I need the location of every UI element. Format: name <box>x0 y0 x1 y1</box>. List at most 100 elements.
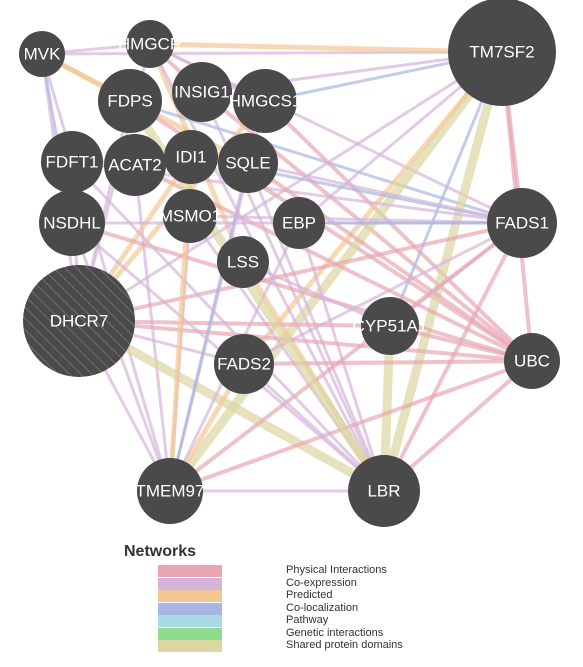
node-fads1[interactable]: FADS1 <box>487 188 557 258</box>
node-circle[interactable] <box>214 334 274 394</box>
node-circle[interactable] <box>163 189 217 243</box>
node-sqle[interactable]: SQLE <box>218 133 278 193</box>
node-tmem97[interactable]: TMEM97 <box>136 458 205 524</box>
node-cyp51a1[interactable]: CYP51A1 <box>353 297 428 355</box>
node-circle[interactable] <box>218 133 278 193</box>
node-label: TMEM97 <box>136 482 205 501</box>
node-circle[interactable] <box>41 131 103 193</box>
legend-swatch <box>158 627 222 640</box>
edge-dhcr7-fads1 <box>78 221 523 323</box>
node-circle[interactable] <box>137 458 203 524</box>
legend-item-coexp: Co-expression <box>158 576 498 590</box>
edge-sqle-ubc <box>246 161 534 363</box>
node-circle[interactable] <box>504 333 560 389</box>
node-circle[interactable] <box>19 31 65 77</box>
edge-lbr-fdft1 <box>70 160 386 493</box>
legend-swatch <box>158 640 222 652</box>
node-hmgcr[interactable]: HMGCR <box>118 20 182 68</box>
legend-title: Networks <box>124 543 197 560</box>
edge-tm7sf2-dhcr7 <box>78 50 503 323</box>
node-label: IDI1 <box>175 148 206 167</box>
edge-tmem97-sqle <box>168 162 250 492</box>
node-dhcr7[interactable]: DHCR7 <box>23 265 135 377</box>
node-circle[interactable] <box>23 265 135 377</box>
legend-item-shared: Shared protein domains <box>158 639 498 652</box>
node-label: FADS2 <box>217 355 271 374</box>
node-fads2[interactable]: FADS2 <box>214 334 274 394</box>
node-circle[interactable] <box>217 236 269 288</box>
legend-item-physical: Physical Interactions <box>158 564 498 577</box>
node-circle[interactable] <box>172 62 232 122</box>
node-insig1[interactable]: INSIG1 <box>172 62 232 122</box>
edge-fads1-lbr <box>382 222 524 492</box>
edge-layer <box>40 41 534 495</box>
legend-label: Co-localization <box>286 601 359 614</box>
edge-sqle-fads1 <box>247 161 523 225</box>
node-label: CYP51A1 <box>353 317 428 336</box>
node-ubc[interactable]: UBC <box>504 333 560 389</box>
legend-swatch <box>158 615 222 627</box>
node-circle[interactable] <box>39 190 105 256</box>
edge-dhcr7-lbr <box>76 317 387 495</box>
legend-label: Predicted <box>286 589 333 601</box>
legend-swatch <box>158 565 222 577</box>
node-label: ACAT2 <box>108 156 162 175</box>
legend-label: Co-expression <box>286 576 357 589</box>
node-label: MVK <box>24 45 62 64</box>
node-label: NSDHL <box>43 214 101 233</box>
node-fdft1[interactable]: FDFT1 <box>41 131 103 193</box>
edge-nsdhl-ubc <box>71 221 533 363</box>
node-label: UBC <box>514 352 550 371</box>
edge-tm7sf2-tmem97 <box>166 49 506 494</box>
node-lss[interactable]: LSS <box>217 236 269 288</box>
node-circle[interactable] <box>273 197 325 249</box>
node-label: FDPS <box>107 92 152 111</box>
node-label: MSMO1 <box>159 207 221 226</box>
node-label: EBP <box>282 214 316 233</box>
edge-tm7sf2-lbr <box>379 50 507 493</box>
legend-item-coloc: Co-localization <box>158 601 498 615</box>
node-label: HMGCS1 <box>229 92 302 111</box>
legend-item-genetic: Genetic interactions <box>158 626 498 640</box>
node-label: INSIG1 <box>174 83 230 102</box>
node-label: FADS1 <box>495 214 549 233</box>
node-circle[interactable] <box>448 0 556 106</box>
legend-swatch <box>158 577 222 590</box>
node-mvk[interactable]: MVK <box>19 31 65 77</box>
node-label: FDFT1 <box>46 153 99 172</box>
node-circle[interactable] <box>126 20 174 68</box>
legend-label: Shared protein domains <box>286 639 403 651</box>
legend-label: Physical Interactions <box>286 564 387 576</box>
node-label: TM7SF2 <box>469 43 534 62</box>
node-circle[interactable] <box>164 130 218 184</box>
node-circle[interactable] <box>104 134 166 196</box>
node-fdps[interactable]: FDPS <box>98 69 162 133</box>
node-label: LSS <box>227 253 259 272</box>
legend-swatch <box>158 602 222 615</box>
edge-tm7sf2-fads2 <box>242 50 504 366</box>
node-ebp[interactable]: EBP <box>273 197 325 249</box>
edge-hmgcs1-ubc <box>263 99 534 363</box>
node-acat2[interactable]: ACAT2 <box>104 134 166 196</box>
legend-item-predicted: Predicted <box>158 589 498 602</box>
node-label: SQLE <box>225 154 270 173</box>
node-lbr[interactable]: LBR <box>348 455 420 527</box>
node-msmo1[interactable]: MSMO1 <box>159 189 221 243</box>
node-circle[interactable] <box>487 188 557 258</box>
node-idi1[interactable]: IDI1 <box>164 130 218 184</box>
node-hmgcs1[interactable]: HMGCS1 <box>229 69 302 133</box>
node-tm7sf2[interactable]: TM7SF2 <box>448 0 556 106</box>
node-circle[interactable] <box>348 455 420 527</box>
node-circle[interactable] <box>98 69 162 133</box>
node-circle[interactable] <box>361 297 419 355</box>
legend-item-pathway: Pathway <box>158 614 498 627</box>
node-circle[interactable] <box>233 69 297 133</box>
legend-swatch <box>158 590 222 602</box>
legend-label: Genetic interactions <box>286 626 384 639</box>
node-label: HMGCR <box>118 35 182 54</box>
edge-fads2-ubc <box>243 359 533 366</box>
node-nsdhl[interactable]: NSDHL <box>39 190 105 256</box>
legend-label: Pathway <box>286 614 329 626</box>
